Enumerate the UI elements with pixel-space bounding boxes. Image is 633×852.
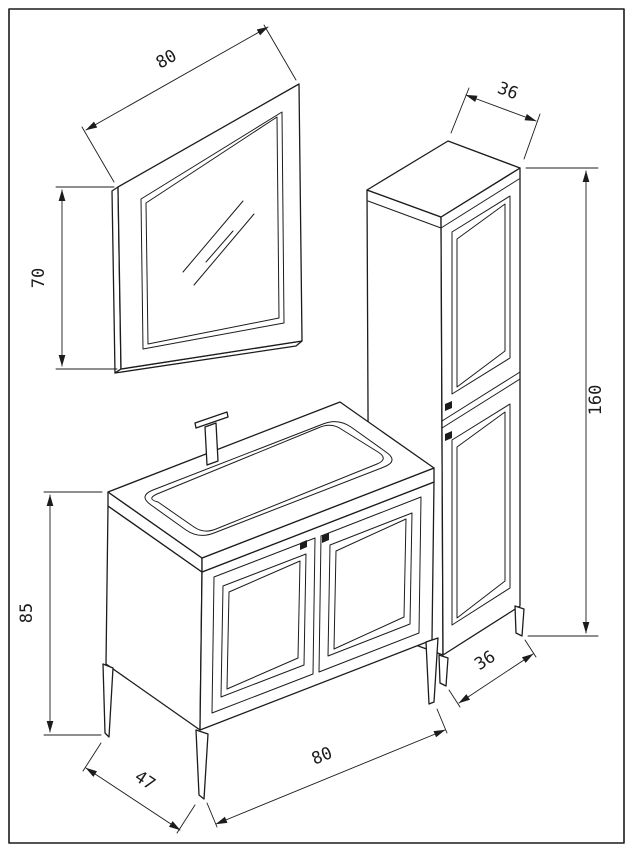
sink-basin-outer [144, 421, 393, 536]
column-leg [438, 654, 449, 687]
vanity-left-door-panel [220, 553, 307, 698]
column-front-face [440, 167, 521, 656]
column-top-face [366, 140, 521, 218]
dimension-mirror-height: 70 [29, 186, 118, 370]
dimension-vanity-depth: 47 [82, 742, 196, 834]
vanity-left-door-panel-inner [226, 560, 301, 690]
column-door-divider [441, 378, 521, 429]
vanity-cabinet [102, 401, 439, 800]
dimension-column-bottom-depth: 36 [448, 639, 537, 708]
vanity-leg [102, 663, 114, 738]
dimension-vanity-height: 85 [17, 491, 103, 736]
dimension-label: 70 [29, 268, 49, 288]
vanity-left-door [211, 537, 316, 714]
vanity-right-door-handle [322, 533, 329, 543]
column-lower-door-handle [445, 431, 452, 441]
mirror [111, 83, 303, 374]
vanity-left-door-handle [300, 540, 307, 550]
column-leg [514, 605, 525, 637]
faucet [194, 411, 229, 466]
column-lower-door-panel-inner [456, 411, 506, 619]
column-upper-door-panel-inner [456, 203, 506, 388]
vanity-leg [425, 637, 439, 705]
mirror-shine-lines [182, 200, 255, 286]
column-top-edge-line [367, 200, 442, 229]
dimension-vanity-width: 80 [206, 708, 448, 828]
mirror-frame-outer [117, 83, 303, 370]
dimension-label: 85 [17, 603, 37, 623]
vanity-leg [195, 729, 209, 800]
column-upper-door-panel [451, 195, 511, 395]
dimension-label: 160 [586, 385, 606, 416]
dimension-label: 47 [131, 767, 159, 795]
dimension-label: 80 [309, 743, 336, 769]
counter-top [107, 401, 435, 559]
column-lower-door-panel [451, 403, 511, 626]
mirror-glass-bevel [145, 116, 280, 345]
dimension-label: 80 [153, 46, 181, 73]
drawing-border [8, 8, 625, 844]
dimension-label: 36 [471, 647, 499, 675]
mirror-frame-inner [140, 111, 285, 350]
vanity-right-door-panel-inner [333, 518, 407, 650]
sink-basin-inner [151, 424, 384, 532]
vanity-right-door [318, 496, 422, 673]
dimension-column-height: 160 [525, 167, 606, 637]
column-top-edge-line [440, 178, 520, 229]
column-door-divider [441, 371, 521, 422]
dimension-label: 36 [495, 78, 521, 104]
vanity-right-door-panel [327, 512, 413, 657]
column-upper-door-handle [445, 401, 452, 411]
